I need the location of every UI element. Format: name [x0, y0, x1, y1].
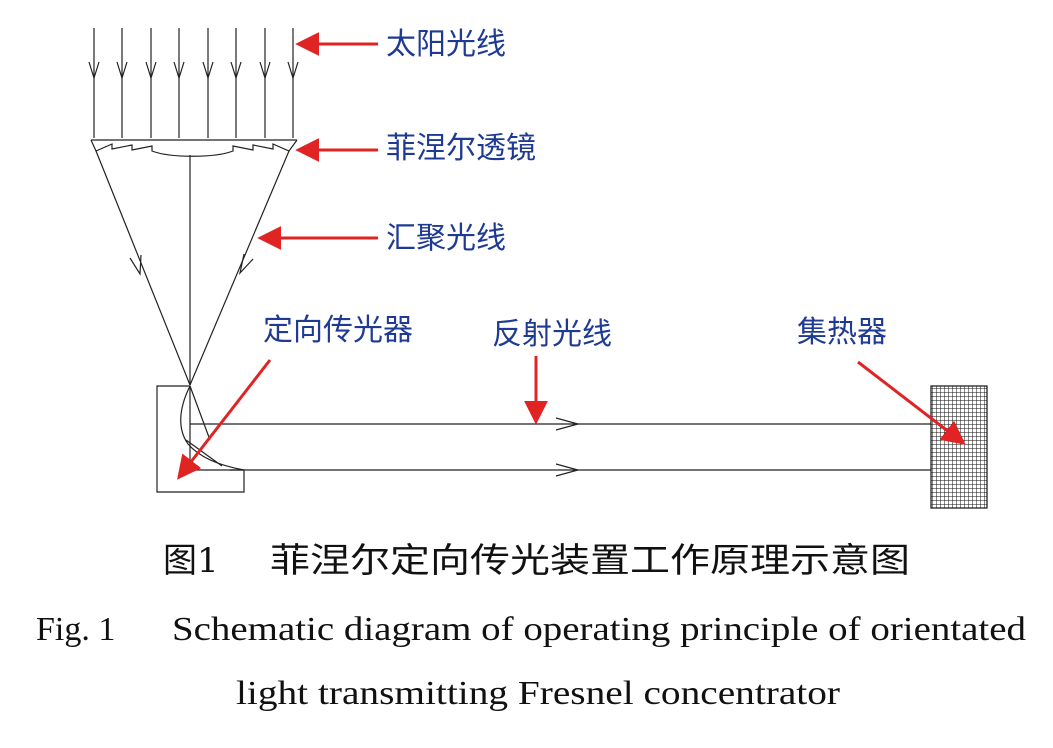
- pointer-collector: [857, 360, 966, 445]
- fresnel-lens: [90, 139, 298, 157]
- label-converging-rays: 汇聚光线: [386, 221, 506, 256]
- caption-en-number: Fig. 1: [36, 611, 115, 648]
- reflect-head-top: [555, 417, 581, 431]
- reflect-head-bottom: [555, 463, 581, 477]
- sun-ray-head: [259, 61, 271, 81]
- sun-ray-head: [202, 61, 214, 81]
- caption-en-line1: Schematic diagram of operating principle…: [172, 611, 1026, 648]
- label-fresnel-lens: 菲涅尔透镜: [386, 131, 536, 166]
- caption-cn-text: 菲涅尔定向传光装置工作原理示意图: [270, 541, 910, 581]
- directional-transmitter: [156, 385, 245, 493]
- pointer-transmitter: [177, 359, 272, 480]
- label-directional-transmitter: 定向传光器: [263, 313, 413, 348]
- pointer-arrows: [177, 31, 966, 480]
- sun-ray-head: [287, 61, 299, 81]
- label-reflected-rays: 反射光线: [492, 317, 612, 352]
- sun-ray-head: [116, 61, 128, 81]
- label-sunlight: 太阳光线: [386, 27, 506, 62]
- sun-ray-head: [88, 61, 100, 81]
- converge-head-left: [129, 254, 142, 276]
- reflected-rays: [190, 417, 932, 477]
- caption-cn-number: 图1: [163, 541, 219, 581]
- caption: 图1 菲涅尔定向传光装置工作原理示意图 Fig. 1 Schematic dia…: [36, 541, 1026, 712]
- converging-rays: [95, 150, 290, 386]
- sunlight-rays: [88, 28, 299, 138]
- sun-ray-head: [173, 61, 185, 81]
- converge-head-right: [238, 253, 254, 275]
- caption-en-line2: light transmitting Fresnel concentrator: [236, 675, 841, 712]
- sun-ray-head: [145, 61, 157, 81]
- label-collector: 集热器: [797, 315, 887, 350]
- sun-ray-head: [230, 61, 242, 81]
- collector-block: [930, 385, 988, 509]
